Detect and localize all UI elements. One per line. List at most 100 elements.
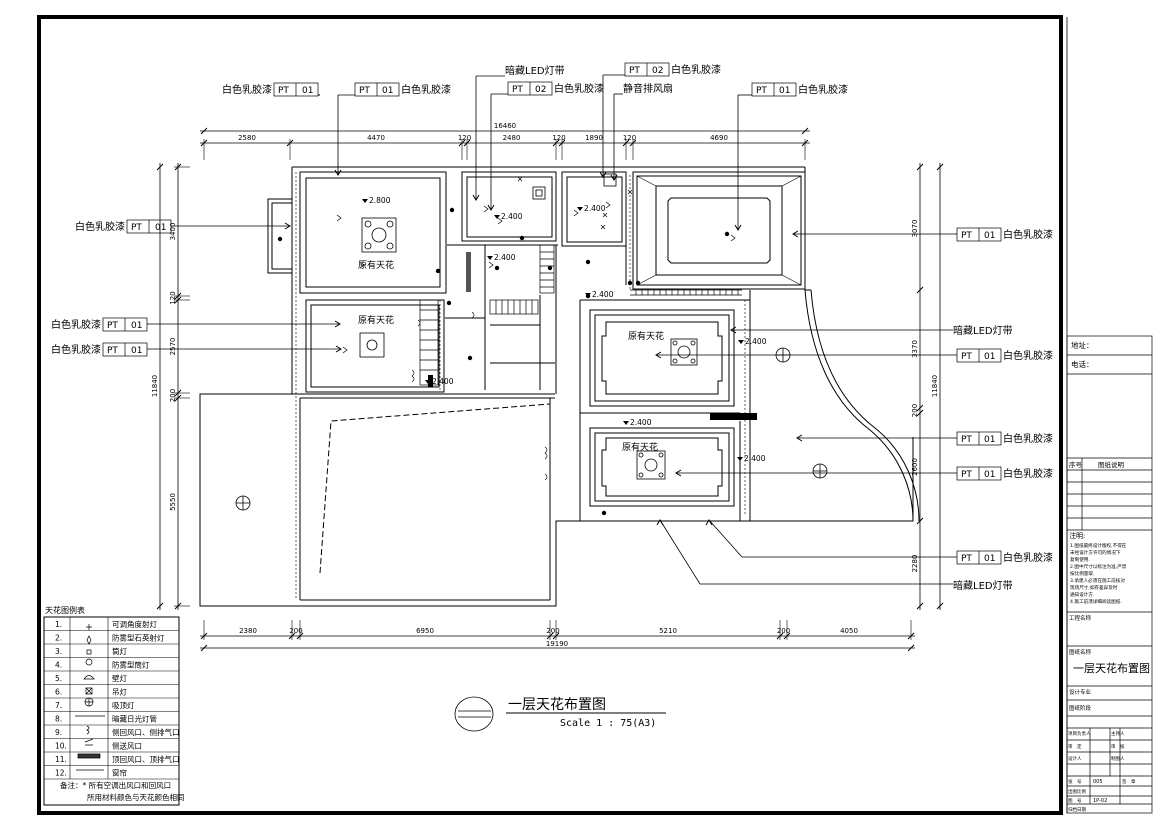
- callout-code: PT: [961, 470, 972, 480]
- legend-num: 7.: [55, 701, 62, 710]
- original-ceiling-label: 原有天花: [622, 441, 658, 453]
- dim-value: 6950: [416, 627, 434, 635]
- callout-label: 白色乳胶漆: [1003, 228, 1053, 241]
- drawing-title: 一层天花布置图: [508, 697, 606, 713]
- tb-note-line: 4.施工前须详细阅读图纸.: [1070, 598, 1122, 605]
- tb-note-line: 复制使用.: [1070, 556, 1090, 563]
- ceiling-light-icon: [235, 495, 251, 511]
- dim-tick: [296, 632, 304, 640]
- callout-num: 01: [131, 321, 142, 331]
- dim-tick: [558, 139, 566, 147]
- leader-arrow: [796, 434, 803, 442]
- dim-tick: [156, 602, 164, 610]
- legend-label: 暗藏日光灯管: [112, 714, 157, 724]
- dim-total: 19190: [546, 640, 568, 648]
- legend-label: 筒灯: [112, 646, 127, 656]
- dim-tick: [200, 632, 208, 640]
- dim-value: 5550: [169, 493, 177, 511]
- leader-arrow: [284, 222, 291, 230]
- chandelier-icon: [636, 450, 666, 480]
- callout-label: 白色乳胶漆: [401, 83, 451, 96]
- dim-value: 3370: [911, 340, 919, 358]
- leader-arrow: [705, 519, 713, 526]
- level-marker-icon: [494, 215, 500, 219]
- legend-note-line1: 备注：* 所有空调出风口和回风口: [60, 780, 171, 790]
- dim-tick: [552, 139, 560, 147]
- legend-label: 防雾型石英射灯: [112, 633, 165, 643]
- dim-tick: [801, 127, 809, 135]
- drawing-scale: Scale 1 : 75(A3): [560, 718, 656, 729]
- ceiling-legend: 天花图例表 1.可调角度射灯2.防雾型石英射灯3.筒灯4.防雾型筒灯5.壁灯6.…: [43, 605, 185, 806]
- callout-code: PT: [512, 85, 523, 95]
- dim-tick: [916, 286, 924, 294]
- tb-drawing-no: 1P-02: [1093, 798, 1107, 804]
- tb-drawing-no-label: 图 号: [1068, 798, 1082, 804]
- leader-arrow: [610, 174, 618, 181]
- dim-tick: [916, 602, 924, 610]
- tb-note-line: 2.图中尺寸以标注为准,严禁: [1070, 563, 1127, 570]
- level-marker-icon: [737, 457, 743, 461]
- legend-num: 8.: [55, 715, 62, 724]
- leader-arrow: [734, 224, 742, 231]
- legend-label: 侧回风口、侧排气口: [112, 727, 180, 737]
- tb-seq: 序号: [1069, 460, 1083, 469]
- dim-tick: [783, 632, 791, 640]
- leader-arrow: [655, 351, 662, 359]
- dim-tick: [916, 163, 924, 171]
- callout-label: 白色乳胶漆: [51, 343, 101, 356]
- level-marker-icon: [623, 421, 629, 425]
- callout-code: PT: [629, 66, 640, 76]
- original-ceiling-label: 原有天花: [358, 259, 394, 271]
- dim-value: 4690: [710, 134, 728, 142]
- dim-value: 120: [458, 134, 471, 142]
- callout-num: 01: [984, 470, 995, 480]
- dim-value: 2580: [238, 134, 256, 142]
- tb-address: 地址：: [1071, 340, 1094, 350]
- callout-code: PT: [107, 346, 118, 356]
- callout-num: 01: [131, 346, 142, 356]
- leader-arrow: [656, 519, 664, 526]
- dim-tick: [156, 163, 164, 171]
- legend-symbol-icon: [86, 624, 92, 630]
- dim-tick: [907, 632, 915, 640]
- legend-symbol-icon: [77, 753, 101, 759]
- callout-label: 白色乳胶漆: [1003, 432, 1053, 445]
- leader-arrow: [334, 169, 342, 176]
- dim-tick: [629, 139, 637, 147]
- leader-line: [708, 519, 957, 558]
- leader-arrow: [335, 345, 342, 353]
- tb-drawing-stage: 图纸阶段: [1069, 704, 1092, 712]
- tb-project-name: 工程名称: [1069, 614, 1092, 622]
- dim-total: 16460: [494, 122, 516, 130]
- level-value: 2.400: [745, 337, 767, 346]
- dim-value: 200: [289, 627, 302, 635]
- dim-tick: [546, 632, 554, 640]
- tb-review: 审 定: [1068, 743, 1082, 750]
- legend-label: 防雾型筒灯: [112, 660, 150, 670]
- leader-arrow: [675, 469, 682, 477]
- legend-label: 可调角度射灯: [112, 619, 157, 629]
- tb-design-major: 设计专业: [1069, 688, 1092, 696]
- level-marker-icon: [487, 256, 493, 260]
- level-value: 2.400: [584, 204, 606, 213]
- legend-num: 12.: [55, 769, 67, 778]
- dim-tick: [200, 127, 208, 135]
- dim-total: 11840: [151, 375, 159, 397]
- floor-plan: [199, 166, 920, 607]
- callout-code: PT: [131, 223, 142, 233]
- dim-tick: [916, 409, 924, 417]
- dim-value: 200: [777, 627, 790, 635]
- tb-note-line: 现场尺寸,如有差异及时: [1070, 584, 1118, 591]
- tb-note-line: 未经设计方许可的情况下: [1070, 549, 1121, 556]
- callout-label: 白色乳胶漆: [51, 318, 101, 331]
- tb-chief: 主持人: [1111, 730, 1125, 737]
- callout-num: 01: [984, 231, 995, 241]
- callout-label: 白色乳胶漆: [1003, 467, 1053, 480]
- dim-tick: [916, 404, 924, 412]
